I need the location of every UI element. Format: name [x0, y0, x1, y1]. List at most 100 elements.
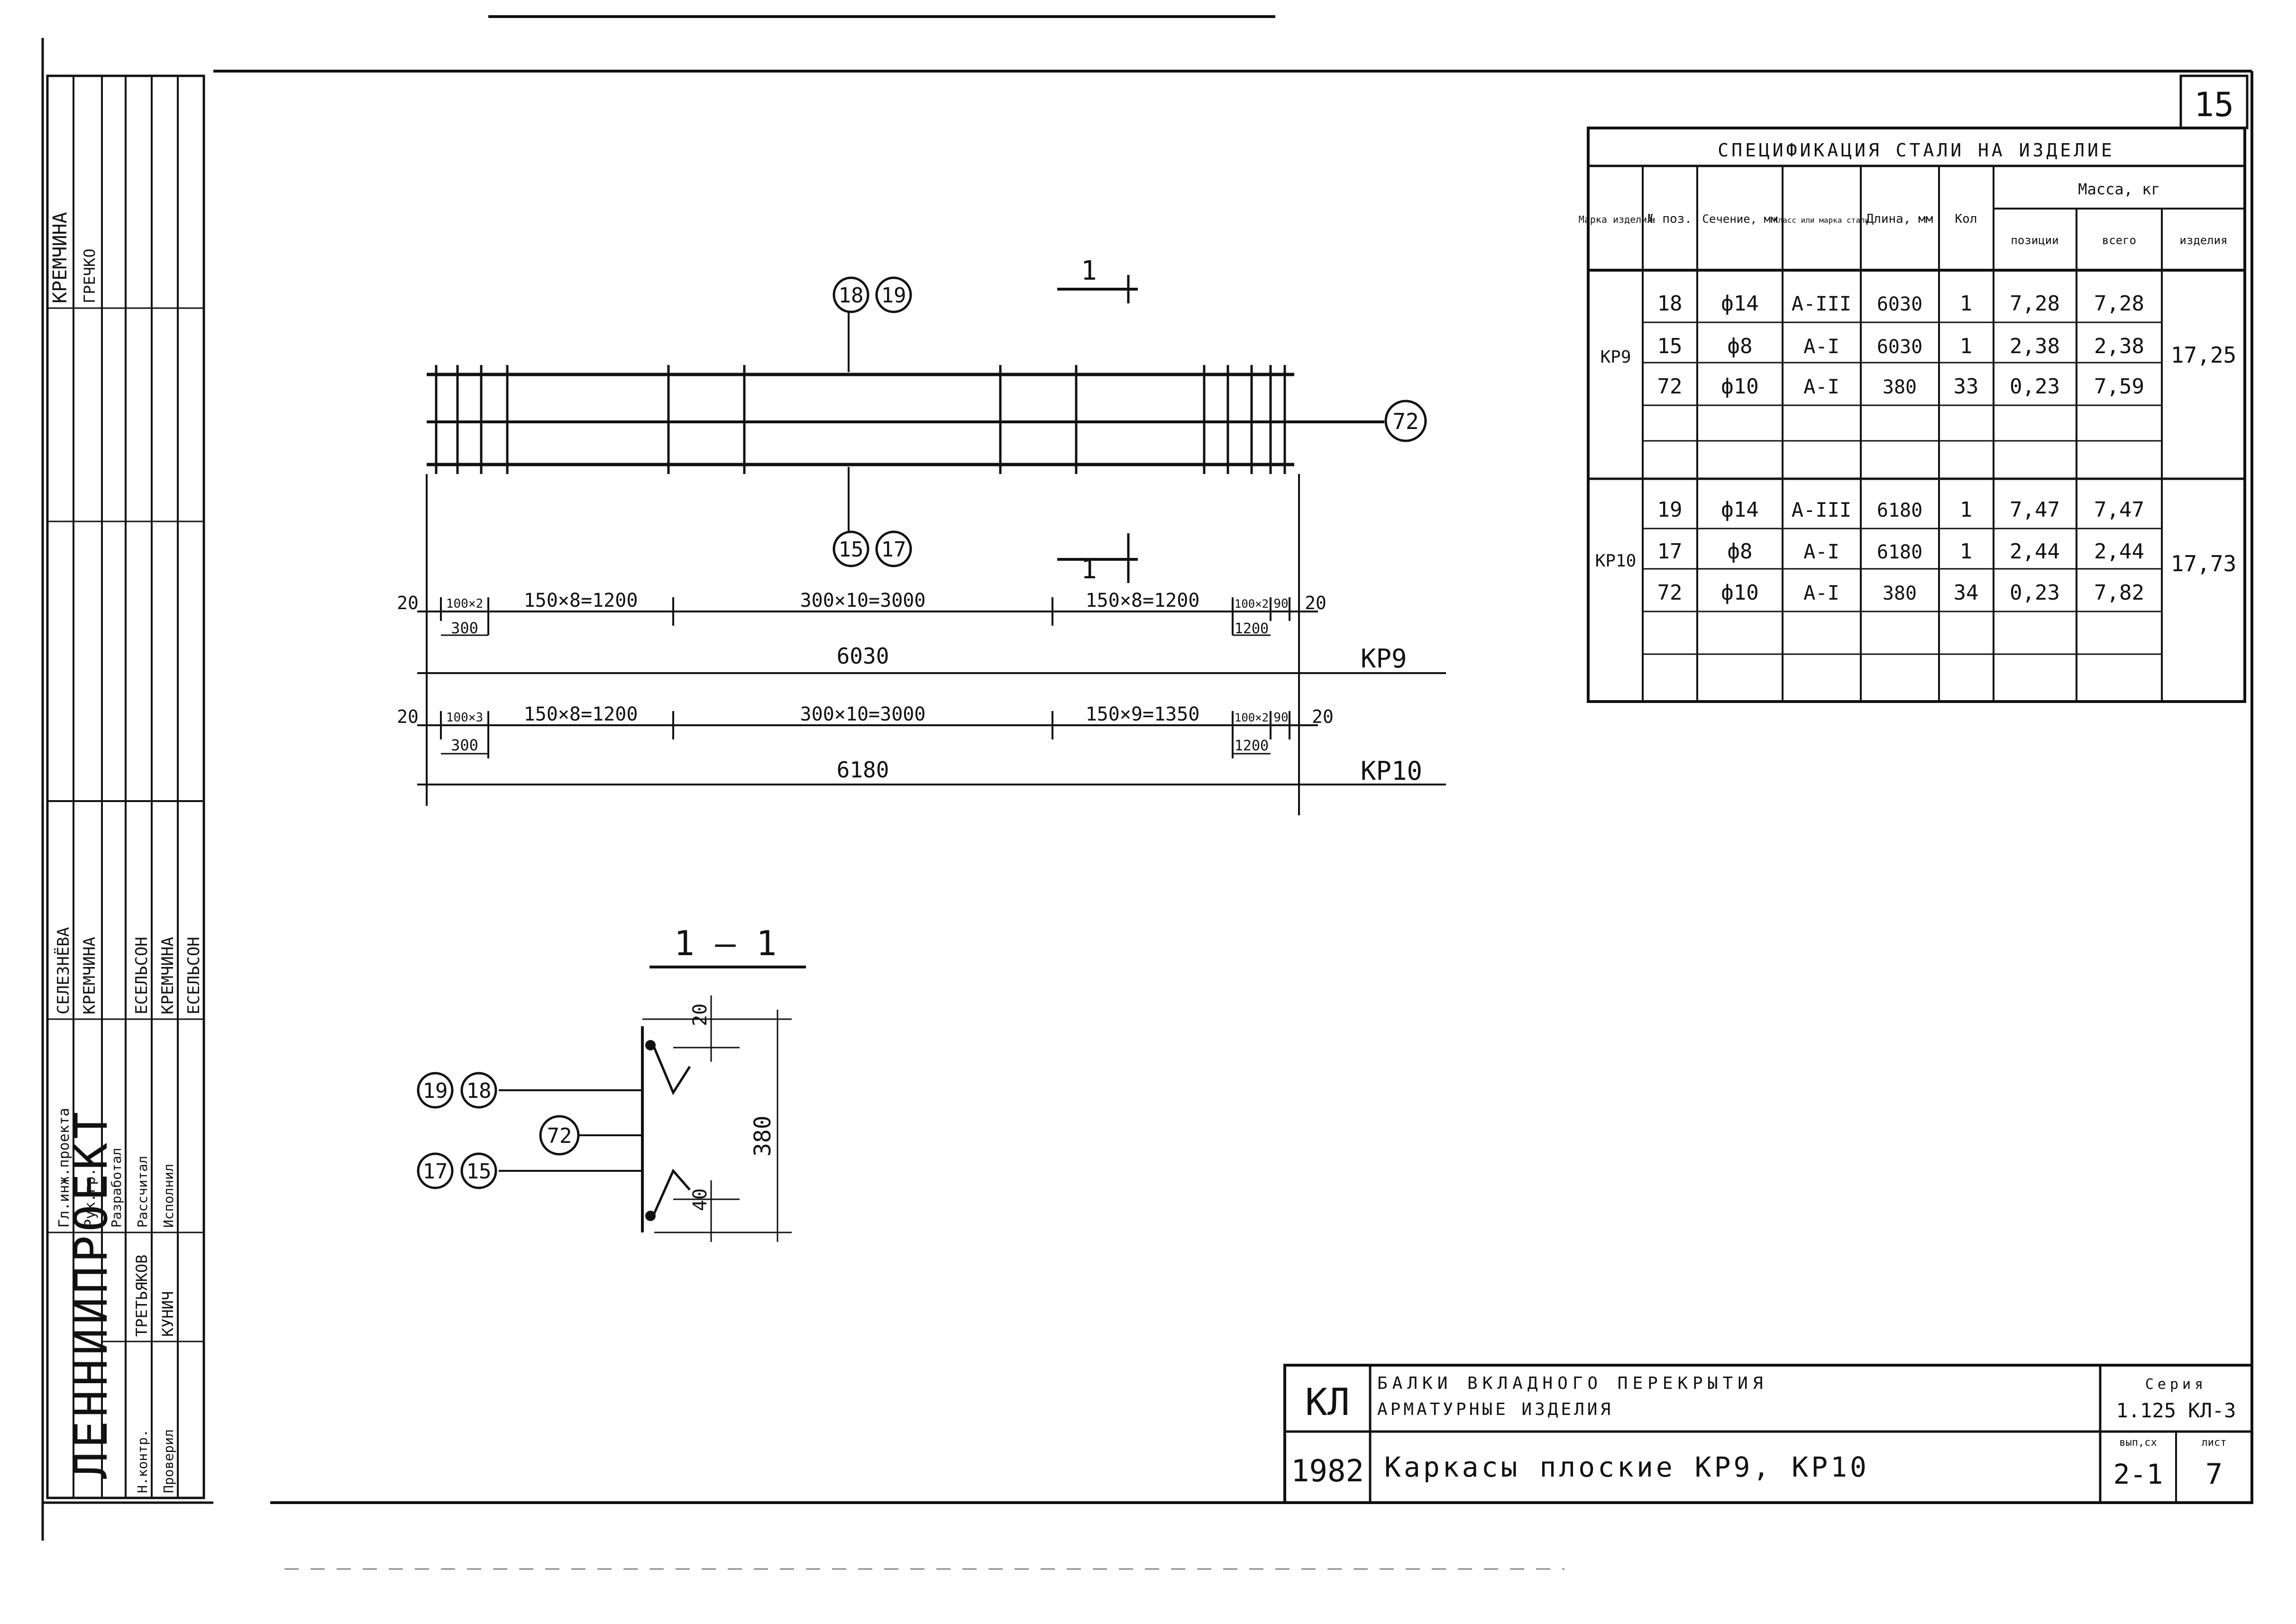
cell-kol: 1 — [1960, 334, 1973, 358]
cell-dlina: 6030 — [1877, 336, 1922, 358]
callout-17: 17 — [881, 538, 906, 562]
section-callout-17: 17 — [423, 1159, 448, 1184]
kp9-dim-6: 100×2 — [1235, 597, 1269, 611]
cell-dlina: 6180 — [1877, 541, 1922, 563]
cell-massa-poz: 2,44 — [2010, 539, 2060, 564]
section-callout-circle-72 — [539, 1115, 580, 1156]
section-callout-circle-19 — [417, 1072, 454, 1109]
hdr-dlina: Длина, мм — [1866, 212, 1933, 226]
section-height: 380 — [750, 1115, 776, 1157]
cell-poz: 15 — [1657, 334, 1683, 358]
table-row: 72 ф10 А-I 380 33 0,23 7,59 — [1657, 374, 2144, 399]
sheet-number: 15 — [2194, 85, 2234, 124]
sidebar-name-4: КРЕМЧИНА — [158, 937, 177, 1014]
section-callout-circle-17 — [417, 1152, 454, 1189]
cell-kol: 34 — [1954, 581, 1979, 605]
cell-poz: 18 — [1657, 292, 1683, 316]
sidebar-name-5: ЕСЕЛЬСОН — [184, 937, 203, 1014]
cell-kol: 1 — [1960, 292, 1973, 316]
title-line-1: БАЛКИ ВКЛАДНОГО ПЕРЕКРЫТИЯ — [1377, 1374, 1768, 1393]
cell-sech: ф8 — [1728, 334, 1753, 358]
sidebar-name-3: ЕСЕЛЬСОН — [132, 937, 151, 1014]
cell-massa-poz: 7,47 — [2010, 498, 2060, 522]
section-callout-72: 72 — [547, 1124, 572, 1148]
kp9-total: 6030 — [837, 643, 889, 669]
vyp-value: 2-1 — [2113, 1458, 2163, 1490]
seria-value: 1.125 КЛ-3 — [2116, 1399, 2236, 1422]
kp10-dim-1: 20 — [397, 706, 419, 727]
sidebar-role-1: Гл.инж.проекта — [56, 1108, 73, 1228]
kp10-marka: КР10 — [1595, 551, 1637, 571]
kp10-dim-3: 150×8=1200 — [524, 703, 638, 725]
section-top-bar — [645, 1040, 656, 1050]
section-bottom-bar — [645, 1211, 656, 1221]
sidebar-name-6: ТРЕТЬЯКОВ — [133, 1255, 151, 1337]
section-mark-bottom: 1 — [1057, 533, 1138, 585]
kp10-dim-7: 90 — [1273, 711, 1288, 725]
cell-kol: 33 — [1954, 374, 1979, 399]
callout-circle-19 — [875, 276, 912, 313]
cell-sech: ф14 — [1721, 292, 1758, 316]
section-callout-18: 18 — [467, 1079, 492, 1103]
title-year: 1982 — [1291, 1454, 1364, 1489]
cell-poz: 17 — [1657, 539, 1683, 564]
hdr-sech: Сечение, мм — [1702, 212, 1778, 226]
kp9-dim-4: 300×10=3000 — [800, 590, 926, 611]
cell-massa-vsego: 7,59 — [2094, 374, 2144, 399]
cell-massa-vsego: 7,47 — [2094, 498, 2144, 522]
section-callout-19: 19 — [423, 1079, 448, 1103]
kp9-dim-1: 20 — [397, 593, 419, 613]
kp10-dim-6: 100×2 — [1235, 711, 1269, 724]
cell-sech: ф14 — [1721, 498, 1758, 522]
cell-massa-vsego: 2,38 — [2094, 334, 2144, 358]
title-kl: КЛ — [1305, 1381, 1350, 1424]
spec-table-title: СПЕЦИФИКАЦИЯ СТАЛИ НА ИЗДЕЛИЕ — [1718, 140, 2114, 161]
cell-massa-poz: 0,23 — [2010, 581, 2060, 605]
sidebar-name-1: СЕЛЕЗНЁВА — [54, 927, 73, 1014]
organization-name: ЛЕННИИПРОЕКТ — [65, 1108, 118, 1479]
cell-dlina: 6180 — [1877, 500, 1922, 521]
kp9-dim-3: 150×8=1200 — [524, 590, 638, 611]
section-dim-bottom: 40 — [689, 1188, 711, 1211]
table-row: 72 ф10 А-I 380 34 0,23 7,82 — [1657, 581, 2144, 605]
sidebar-role-5: Исполнил — [161, 1164, 176, 1228]
sidebar-stamp: ЛЕННИИПРОЕКТ КРЕМЧИНА ГРЕЧКО Гл.инж.прое… — [46, 74, 205, 1499]
sidebar-name-7: КУНИЧ — [159, 1291, 177, 1337]
callout-circle-18 — [832, 276, 869, 313]
cell-sech: ф10 — [1721, 581, 1758, 605]
cell-sech: ф10 — [1721, 374, 1758, 399]
cell-klass: А-I — [1803, 581, 1839, 604]
section-mark-top-label: 1 — [1081, 255, 1097, 286]
section-dim-top: 20 — [689, 1004, 711, 1026]
cell-kol: 1 — [1960, 539, 1973, 564]
callout-19: 19 — [881, 283, 906, 308]
sidebar-top-name-2: ГРЕЧКО — [81, 248, 99, 303]
kp9-dim-2: 100×2 — [446, 597, 483, 611]
section-mark-bottom-label: 1 — [1081, 554, 1097, 585]
hdr-massa-vsego: всего — [2102, 234, 2136, 247]
kp10-dim-8: 20 — [1312, 706, 1334, 727]
kp10-dim-5: 150×9=1350 — [1086, 703, 1200, 725]
callout-15: 15 — [839, 538, 864, 562]
section-callout-circle-15 — [460, 1152, 497, 1189]
cell-massa-poz: 7,28 — [2010, 292, 2060, 316]
sheet-number-box: 15 — [2179, 74, 2249, 129]
kp10-total: 6180 — [837, 757, 889, 783]
kp10-sub-dim-2: 1200 — [1235, 738, 1269, 754]
kp9-dim-8: 20 — [1305, 593, 1326, 613]
hdr-poz: № поз. — [1647, 212, 1692, 226]
sidebar-role-7: Проверил — [161, 1429, 176, 1493]
spec-table: СПЕЦИФИКАЦИЯ СТАЛИ НА ИЗДЕЛИЕ — [1579, 127, 2246, 703]
sidebar-top-name-1: КРЕМЧИНА — [49, 212, 71, 303]
section-callout-circle-18 — [460, 1072, 497, 1109]
hdr-kol: Кол — [1955, 212, 1977, 226]
kp9-dimensions: 20 100×2 150×8=1200 300×10=3000 150×8=12… — [397, 474, 1446, 687]
kp10-dimensions: 20 100×3 150×8=1200 300×10=3000 150×9=13… — [397, 683, 1446, 815]
sidebar-role-3: Разработал — [109, 1148, 124, 1228]
cell-dlina: 380 — [1883, 583, 1917, 604]
cell-massa-poz: 2,38 — [2010, 334, 2060, 358]
title-line-2: АРМАТУРНЫЕ ИЗДЕЛИЯ — [1377, 1400, 1613, 1419]
sidebar-role-4: Рассчитал — [135, 1156, 150, 1228]
callout-circle-17 — [875, 530, 912, 567]
table-row: 19 ф14 А-III 6180 1 7,47 7,47 — [1657, 498, 2144, 522]
